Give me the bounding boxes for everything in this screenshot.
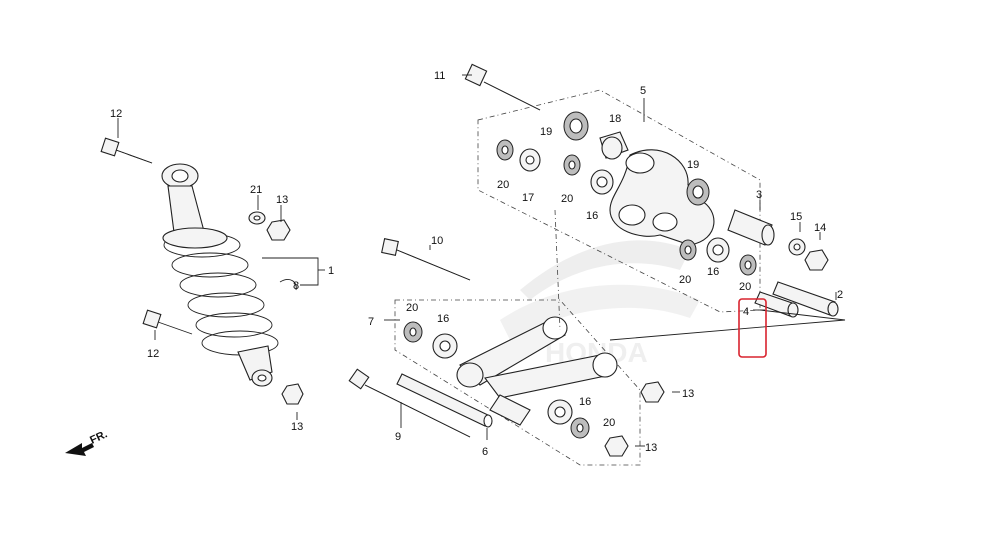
bearing-16-c bbox=[432, 333, 458, 359]
seal-20-d bbox=[739, 254, 757, 276]
label-16-a: 16 bbox=[586, 210, 598, 222]
label-20-c: 20 bbox=[679, 274, 691, 286]
label-12-bottom: 12 bbox=[147, 348, 159, 360]
label-20-b: 20 bbox=[561, 193, 573, 205]
collar-18 bbox=[599, 131, 629, 160]
shock-lower-bolt bbox=[142, 309, 193, 335]
part-labels: 11 12 21 13 1 8 12 13 5 19 18 20 17 20 1… bbox=[110, 70, 843, 458]
seal-20-f bbox=[570, 417, 590, 439]
label-21: 21 bbox=[250, 184, 262, 196]
bearing-19-a bbox=[563, 111, 589, 141]
label-20-f: 20 bbox=[603, 417, 615, 429]
nut-13-rod-lower bbox=[604, 435, 629, 457]
label-3: 3 bbox=[756, 189, 762, 201]
collar-3 bbox=[727, 209, 775, 246]
label-20-e: 20 bbox=[406, 302, 418, 314]
shock-arm-5 bbox=[609, 149, 715, 246]
label-9: 9 bbox=[395, 431, 401, 443]
bolt-10 bbox=[381, 238, 471, 281]
cushion-rod-7 bbox=[456, 316, 618, 426]
label-19-a: 19 bbox=[540, 126, 552, 138]
label-17: 17 bbox=[522, 192, 534, 204]
bearing-16-a bbox=[590, 169, 614, 195]
label-16-c: 16 bbox=[437, 313, 449, 325]
shock-absorber bbox=[161, 163, 279, 387]
collar-2 bbox=[772, 281, 839, 317]
label-12-top: 12 bbox=[110, 108, 122, 120]
label-10: 10 bbox=[431, 235, 443, 247]
washer-15 bbox=[788, 238, 806, 256]
seal-20-b bbox=[563, 154, 581, 176]
bearing-16-d bbox=[547, 399, 573, 425]
collar-17 bbox=[519, 148, 541, 172]
label-20-d: 20 bbox=[739, 281, 751, 293]
label-15: 15 bbox=[790, 211, 802, 223]
rod-assembly-outline bbox=[394, 299, 641, 466]
highlight-box bbox=[738, 298, 767, 358]
projection-line-2 bbox=[609, 309, 846, 341]
label-13-b: 13 bbox=[291, 421, 303, 433]
front-indicator-label: FR. bbox=[88, 428, 109, 446]
label-18: 18 bbox=[609, 113, 621, 125]
front-arrow-icon: FR. bbox=[65, 428, 109, 456]
label-13-c: 13 bbox=[682, 388, 694, 400]
clip-8 bbox=[279, 279, 297, 291]
label-7: 7 bbox=[368, 316, 374, 328]
label-16-d: 16 bbox=[579, 396, 591, 408]
seal-20-a bbox=[496, 139, 514, 161]
projection-line bbox=[554, 209, 561, 331]
label-19-b: 19 bbox=[687, 159, 699, 171]
bolt-9 bbox=[348, 368, 471, 438]
seal-20-c bbox=[679, 239, 697, 261]
label-5: 5 bbox=[640, 85, 646, 97]
collar-6 bbox=[396, 373, 493, 428]
nut-13-rod-upper bbox=[640, 381, 665, 403]
label-16-b: 16 bbox=[707, 266, 719, 278]
label-11: 11 bbox=[434, 70, 445, 82]
label-14: 14 bbox=[814, 222, 826, 234]
label-13-a: 13 bbox=[276, 194, 288, 206]
label-20-a: 20 bbox=[497, 179, 509, 191]
label-8: 8 bbox=[293, 280, 299, 292]
label-6: 6 bbox=[482, 446, 488, 458]
bearing-19-b bbox=[686, 178, 710, 206]
nut-14 bbox=[804, 249, 829, 271]
bolt-11 bbox=[464, 63, 541, 111]
label-2: 2 bbox=[837, 289, 843, 301]
shock-upper-bolt bbox=[100, 137, 153, 164]
nut-13-shock-lower bbox=[281, 383, 304, 405]
label-13-d: 13 bbox=[645, 442, 657, 454]
label-1: 1 bbox=[328, 265, 334, 277]
seal-20-e bbox=[403, 321, 423, 343]
nut-13-upper bbox=[266, 219, 291, 241]
bearing-16-b bbox=[706, 237, 730, 263]
washer-21 bbox=[248, 211, 266, 225]
label-4: 4 bbox=[743, 306, 749, 318]
leader-lines bbox=[117, 74, 837, 447]
